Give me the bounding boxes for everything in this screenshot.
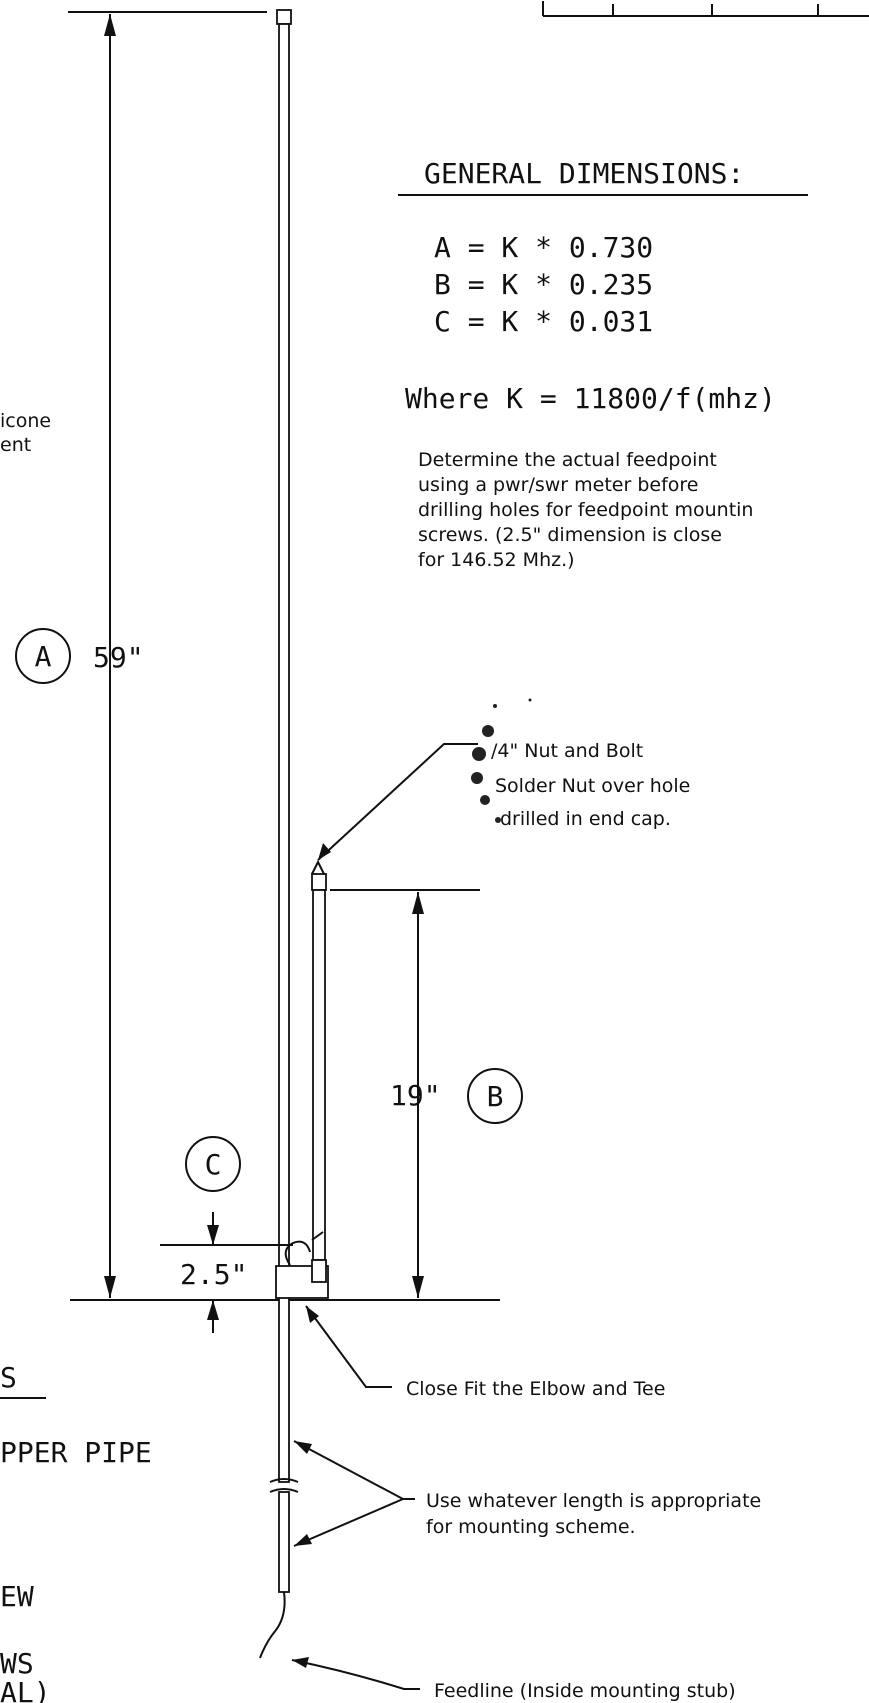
nut-bolt-callout: /4" Nut and Bolt Solder Nut over hole dr… [317, 698, 690, 861]
dim-c-arrow-bottom [207, 1300, 219, 1320]
feedpoint-note-line-4: screws. (2.5" dimension is close [418, 524, 722, 546]
dimension-b: 19" B [330, 889, 523, 1298]
main-radiator-pipe [259, 9, 299, 1659]
feedline-leader [291, 1659, 420, 1690]
pipe-break-mark-bottom [269, 1488, 299, 1493]
dimension-a: A 59" [15, 11, 267, 1298]
stub-pipe [312, 889, 326, 1261]
nut-bolt-arrowhead [318, 843, 331, 860]
radiator-end-cap [276, 9, 292, 25]
dim-a-arrow-top [104, 14, 116, 36]
nut-bolt-line-1: /4" Nut and Bolt [491, 740, 643, 762]
dim-a-balloon-label: A [35, 640, 52, 673]
dim-b-arrow-bottom [412, 1276, 424, 1298]
materials-fragment-1: S [0, 1361, 17, 1394]
k-definition: Where K = 11800/f(mhz) [405, 382, 776, 415]
dimension-c: C 2.5" [160, 1136, 293, 1333]
dim-b-balloon [467, 1068, 523, 1124]
left-fragment-line-1: icone [0, 410, 51, 432]
nut-bolt-line-3: drilled in end cap. [500, 808, 671, 830]
stub-end-cap [311, 873, 327, 891]
mounting-leader-top [293, 1440, 404, 1500]
nut-bolt-leader [317, 743, 478, 861]
feedline-text: Feedline (Inside mounting stub) [434, 1680, 736, 1702]
feedpoint-note-line-2: using a pwr/swr meter before [418, 474, 698, 496]
matching-stub [275, 859, 329, 1299]
dim-b-arrow-top [412, 892, 424, 914]
title-block-corner [542, 1, 869, 17]
mounting-line-2: for mounting scheme. [426, 1516, 636, 1538]
mounting-arrowhead-bottom [294, 1534, 312, 1546]
dim-a-arrow-bottom [104, 1276, 116, 1298]
dim-c-balloon-label: C [205, 1148, 222, 1181]
dim-c-value: 2.5" [180, 1258, 247, 1291]
general-dimensions-heading: GENERAL DIMENSIONS: [424, 157, 744, 190]
elbow-tee-text: Close Fit the Elbow and Tee [406, 1378, 665, 1400]
elbow-tee-leader [305, 1305, 392, 1388]
dim-a-value: 59" [93, 641, 144, 674]
feedline-arrowhead [292, 1657, 309, 1668]
nut-bolt-line-2: Solder Nut over hole [495, 775, 690, 797]
radiator-upper-pipe [278, 23, 290, 1271]
dim-a-balloon [15, 628, 71, 684]
mounting-arrowhead-top [294, 1441, 312, 1454]
materials-fragment-4: WS [0, 1647, 34, 1680]
feedline-callout: Feedline (Inside mounting stub) [291, 1657, 736, 1702]
elbow-tee-callout: Close Fit the Elbow and Tee [305, 1305, 665, 1400]
feed-strap [284, 1240, 311, 1266]
dim-b-balloon-label: B [487, 1080, 504, 1113]
mounting-leader-bottom [293, 1498, 404, 1547]
feedpoint-note-line-3: drilling holes for feedpoint mountin [418, 499, 753, 521]
materials-fragment-3: EW [0, 1580, 34, 1613]
mounting-line-1: Use whatever length is appropriate [426, 1490, 761, 1512]
mounting-stub-pipe [278, 1491, 290, 1593]
radiator-lower-pipe [278, 1295, 290, 1483]
mounting-callout: Use whatever length is appropriate for m… [293, 1440, 761, 1547]
materials-fragment: S PPER PIPE EW WS AL) [0, 1361, 152, 1703]
feedline-cable [259, 1591, 286, 1659]
materials-fragment-2: PPER PIPE [0, 1436, 152, 1469]
general-dimensions-panel: GENERAL DIMENSIONS: A = K * 0.730 B = K … [398, 157, 808, 571]
dim-c-arrow-top [207, 1225, 219, 1245]
elbow-fitting [311, 1259, 327, 1283]
formula-b: B = K * 0.235 [434, 268, 653, 301]
left-fragment-line-2: ent [0, 434, 31, 456]
pipe-break-mark-top [269, 1478, 299, 1483]
formula-a: A = K * 0.730 [434, 231, 653, 264]
nut-bolt-part [311, 859, 325, 875]
feedpoint-note-line-5: for 146.52 Mhz.) [418, 549, 575, 571]
ink-smudge [471, 698, 532, 823]
materials-fragment-5: AL) [0, 1676, 51, 1703]
formula-c: C = K * 0.031 [434, 305, 653, 338]
dim-b-value: 19" [390, 1079, 441, 1112]
dim-c-balloon [185, 1136, 241, 1192]
feedpoint-note-line-1: Determine the actual feedpoint [418, 449, 717, 471]
feed-strap-lead [311, 1231, 324, 1241]
elbow-tee-arrowhead [306, 1306, 319, 1323]
